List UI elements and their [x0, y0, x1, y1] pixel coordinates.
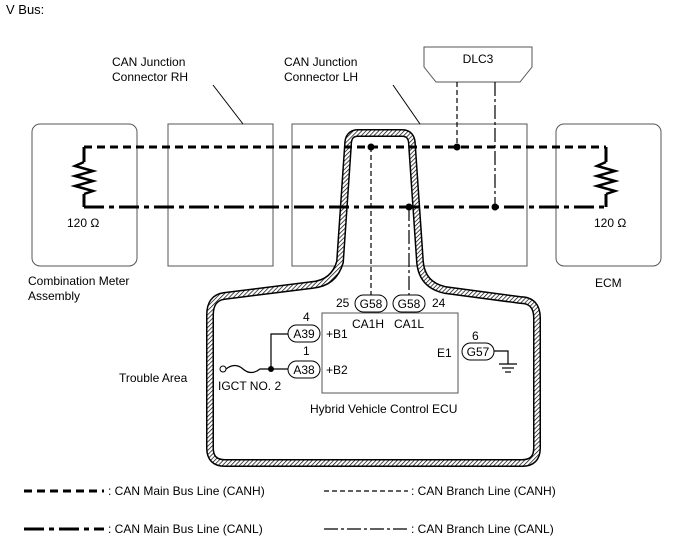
hv-ecu-label: Hybrid Vehicle Control ECU — [310, 402, 457, 416]
b2-connector-label: A38 — [293, 363, 315, 377]
resistor-right — [592, 160, 620, 196]
junction-dot-canl-dlc3 — [491, 203, 499, 211]
resistor-left-value: 120 Ω — [67, 216, 99, 230]
b1-pin-number: 4 — [303, 310, 310, 324]
dlc3-label: DLC3 — [463, 52, 494, 66]
cjlh-leader-line — [392, 84, 421, 125]
ca1l-connector-label: G58 — [398, 297, 421, 311]
cjrh-label-line2: Connector RH — [112, 70, 188, 84]
can-junction-rh-box — [167, 123, 274, 267]
b1-b2-bridge-wire — [270, 333, 288, 369]
legend-branch-canl-label: : CAN Branch Line (CANL) — [411, 522, 554, 536]
dlc3-connector — [423, 46, 533, 83]
junction-dot-canh-ecu — [367, 143, 375, 151]
e1-pin-number: 6 — [472, 329, 479, 343]
b1-terminal-name: +B1 — [326, 327, 348, 341]
e1-connector-label: G57 — [467, 345, 490, 359]
legend-main-canl-label: : CAN Main Bus Line (CANL) — [108, 522, 263, 536]
combination-meter-box — [31, 123, 138, 267]
b1-connector-label: A39 — [293, 327, 315, 341]
trouble-area-outline — [207, 130, 540, 466]
ca1l-connector-badge — [392, 294, 426, 313]
igct-fuse-icon — [225, 364, 271, 374]
trouble-area-label: Trouble Area — [119, 371, 188, 385]
junction-dot-canl-ecu — [405, 203, 413, 211]
junction-dot-canh-dlc3 — [453, 143, 461, 151]
cjlh-label-line2: Connector LH — [284, 70, 358, 84]
b2-pin-number: 1 — [303, 344, 310, 358]
ca1l-pin-number: 24 — [432, 296, 446, 310]
igct-label: IGCT NO. 2 — [218, 379, 281, 393]
hv-ecu-box — [321, 312, 459, 394]
ecm-label: ECM — [595, 276, 622, 290]
diagram-title: V Bus: — [6, 2, 44, 17]
e1-terminal-name: E1 — [437, 346, 452, 360]
b2-terminal-name: +B2 — [326, 363, 348, 377]
ca1l-terminal-name: CA1L — [394, 317, 424, 331]
ground-wire — [494, 350, 509, 364]
resistor-right-value: 120 Ω — [594, 216, 626, 230]
cjrh-leader-line — [212, 84, 244, 125]
legend-main-canh-label: : CAN Main Bus Line (CANH) — [108, 484, 265, 498]
combination-meter-label-line2: Assembly — [28, 289, 80, 303]
fuse-terminal — [219, 365, 227, 373]
legend-branch-canh-label: : CAN Branch Line (CANH) — [411, 484, 556, 498]
ca1h-connector-label: G58 — [360, 297, 383, 311]
ca1h-terminal-name: CA1H — [352, 317, 384, 331]
cjlh-label-line1: CAN Junction — [284, 55, 357, 69]
combination-meter-label-line1: Combination Meter — [28, 274, 129, 288]
cjrh-label-line1: CAN Junction — [112, 55, 185, 69]
resistor-left — [70, 160, 98, 196]
ca1h-pin-number: 25 — [336, 296, 350, 310]
ca1h-connector-badge — [354, 294, 388, 313]
ecm-box — [555, 123, 662, 267]
